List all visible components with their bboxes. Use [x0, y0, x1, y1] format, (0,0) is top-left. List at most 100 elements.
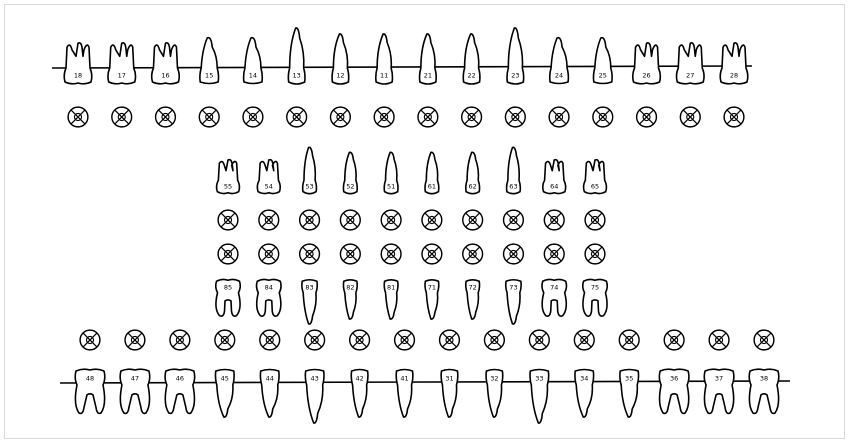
tooth-85[interactable]: 85: [216, 279, 241, 316]
tooth-24[interactable]: 24: [550, 38, 569, 84]
surface-upper-17[interactable]: [112, 107, 132, 127]
surface-upper-24[interactable]: [549, 107, 569, 127]
tooth-48[interactable]: 48: [75, 369, 105, 413]
tooth-27[interactable]: 27: [676, 43, 704, 84]
tooth-63[interactable]: 63: [507, 147, 521, 193]
surface-upper-26[interactable]: [637, 107, 657, 127]
tooth-28[interactable]: 28: [720, 43, 748, 84]
tooth-74[interactable]: 74: [542, 279, 567, 316]
tooth-12[interactable]: 12: [332, 34, 349, 84]
surface-upper-15[interactable]: [199, 107, 219, 127]
surface-lower-45[interactable]: [215, 330, 235, 350]
surface-upper-primary-54[interactable]: [259, 210, 279, 230]
surface-upper-primary-51[interactable]: [381, 210, 401, 230]
tooth-71[interactable]: 71: [425, 280, 439, 319]
surface-lower-primary-74[interactable]: [544, 244, 564, 264]
tooth-15[interactable]: 15: [200, 38, 219, 84]
tooth-55[interactable]: 55: [217, 160, 240, 194]
tooth-51[interactable]: 51: [384, 152, 398, 193]
surface-lower-47[interactable]: [125, 330, 145, 350]
surface-upper-18[interactable]: [68, 107, 88, 127]
surface-lower-primary-84[interactable]: [259, 244, 279, 264]
tooth-46[interactable]: 46: [165, 369, 195, 413]
surface-lower-37[interactable]: [709, 330, 729, 350]
surface-lower-primary-71[interactable]: [422, 244, 442, 264]
tooth-38[interactable]: 38: [749, 369, 779, 413]
surface-upper-primary-53[interactable]: [300, 210, 320, 230]
tooth-23[interactable]: 23: [507, 28, 524, 84]
tooth-37[interactable]: 37: [704, 369, 734, 413]
tooth-72[interactable]: 72: [466, 280, 480, 319]
tooth-47[interactable]: 47: [120, 369, 150, 413]
surface-lower-primary-81[interactable]: [381, 244, 401, 264]
surface-lower-primary-72[interactable]: [463, 244, 483, 264]
surface-upper-23[interactable]: [505, 107, 525, 127]
tooth-75[interactable]: 75: [583, 279, 608, 316]
surface-lower-primary-82[interactable]: [340, 244, 360, 264]
surface-lower-42[interactable]: [350, 330, 370, 350]
tooth-44[interactable]: 44: [260, 370, 279, 418]
tooth-81[interactable]: 81: [384, 280, 398, 319]
surface-lower-33[interactable]: [529, 330, 549, 350]
surface-lower-primary-73[interactable]: [504, 244, 524, 264]
tooth-26[interactable]: 26: [633, 43, 661, 84]
tooth-18[interactable]: 18: [64, 43, 92, 84]
surface-lower-43[interactable]: [305, 330, 325, 350]
surface-upper-22[interactable]: [462, 107, 482, 127]
surface-upper-16[interactable]: [156, 107, 176, 127]
tooth-42[interactable]: 42: [351, 370, 368, 418]
tooth-83[interactable]: 83: [302, 280, 317, 324]
tooth-36[interactable]: 36: [659, 369, 689, 413]
tooth-61[interactable]: 61: [425, 152, 439, 193]
surface-upper-27[interactable]: [680, 107, 700, 127]
tooth-43[interactable]: 43: [305, 370, 324, 424]
tooth-65[interactable]: 65: [584, 160, 607, 194]
tooth-16[interactable]: 16: [152, 43, 180, 84]
tooth-11[interactable]: 11: [376, 34, 393, 84]
surface-upper-primary-65[interactable]: [585, 210, 605, 230]
surface-upper-14[interactable]: [243, 107, 263, 127]
tooth-17[interactable]: 17: [108, 43, 136, 84]
tooth-13[interactable]: 13: [288, 28, 305, 84]
tooth-52[interactable]: 52: [343, 152, 357, 193]
tooth-34[interactable]: 34: [575, 370, 594, 418]
tooth-22[interactable]: 22: [463, 34, 480, 84]
surface-upper-primary-55[interactable]: [218, 210, 238, 230]
surface-lower-38[interactable]: [754, 330, 774, 350]
surface-upper-primary-61[interactable]: [422, 210, 442, 230]
surface-upper-11[interactable]: [374, 107, 394, 127]
tooth-62[interactable]: 62: [466, 152, 480, 193]
surface-upper-25[interactable]: [593, 107, 613, 127]
surface-upper-28[interactable]: [724, 107, 744, 127]
surface-upper-12[interactable]: [331, 107, 351, 127]
tooth-32[interactable]: 32: [486, 370, 503, 418]
surface-upper-primary-64[interactable]: [544, 210, 564, 230]
surface-lower-41[interactable]: [395, 330, 415, 350]
tooth-64[interactable]: 64: [543, 160, 566, 194]
tooth-33[interactable]: 33: [530, 370, 549, 424]
surface-lower-44[interactable]: [260, 330, 280, 350]
surface-upper-primary-62[interactable]: [463, 210, 483, 230]
tooth-45[interactable]: 45: [215, 370, 234, 418]
surface-upper-13[interactable]: [287, 107, 307, 127]
tooth-35[interactable]: 35: [620, 370, 639, 418]
surface-upper-primary-52[interactable]: [340, 210, 360, 230]
surface-lower-31[interactable]: [440, 330, 460, 350]
tooth-53[interactable]: 53: [303, 147, 317, 193]
tooth-25[interactable]: 25: [593, 38, 612, 84]
surface-lower-48[interactable]: [80, 330, 100, 350]
tooth-41[interactable]: 41: [396, 370, 413, 418]
surface-lower-35[interactable]: [619, 330, 639, 350]
tooth-54[interactable]: 54: [257, 160, 280, 194]
tooth-84[interactable]: 84: [256, 279, 281, 316]
tooth-73[interactable]: 73: [506, 280, 521, 324]
surface-lower-32[interactable]: [485, 330, 505, 350]
surface-lower-36[interactable]: [664, 330, 684, 350]
surface-lower-34[interactable]: [574, 330, 594, 350]
surface-lower-46[interactable]: [170, 330, 190, 350]
tooth-21[interactable]: 21: [420, 34, 437, 84]
surface-lower-primary-83[interactable]: [300, 244, 320, 264]
tooth-82[interactable]: 82: [343, 280, 357, 319]
tooth-31[interactable]: 31: [441, 370, 458, 418]
surface-lower-primary-75[interactable]: [585, 244, 605, 264]
